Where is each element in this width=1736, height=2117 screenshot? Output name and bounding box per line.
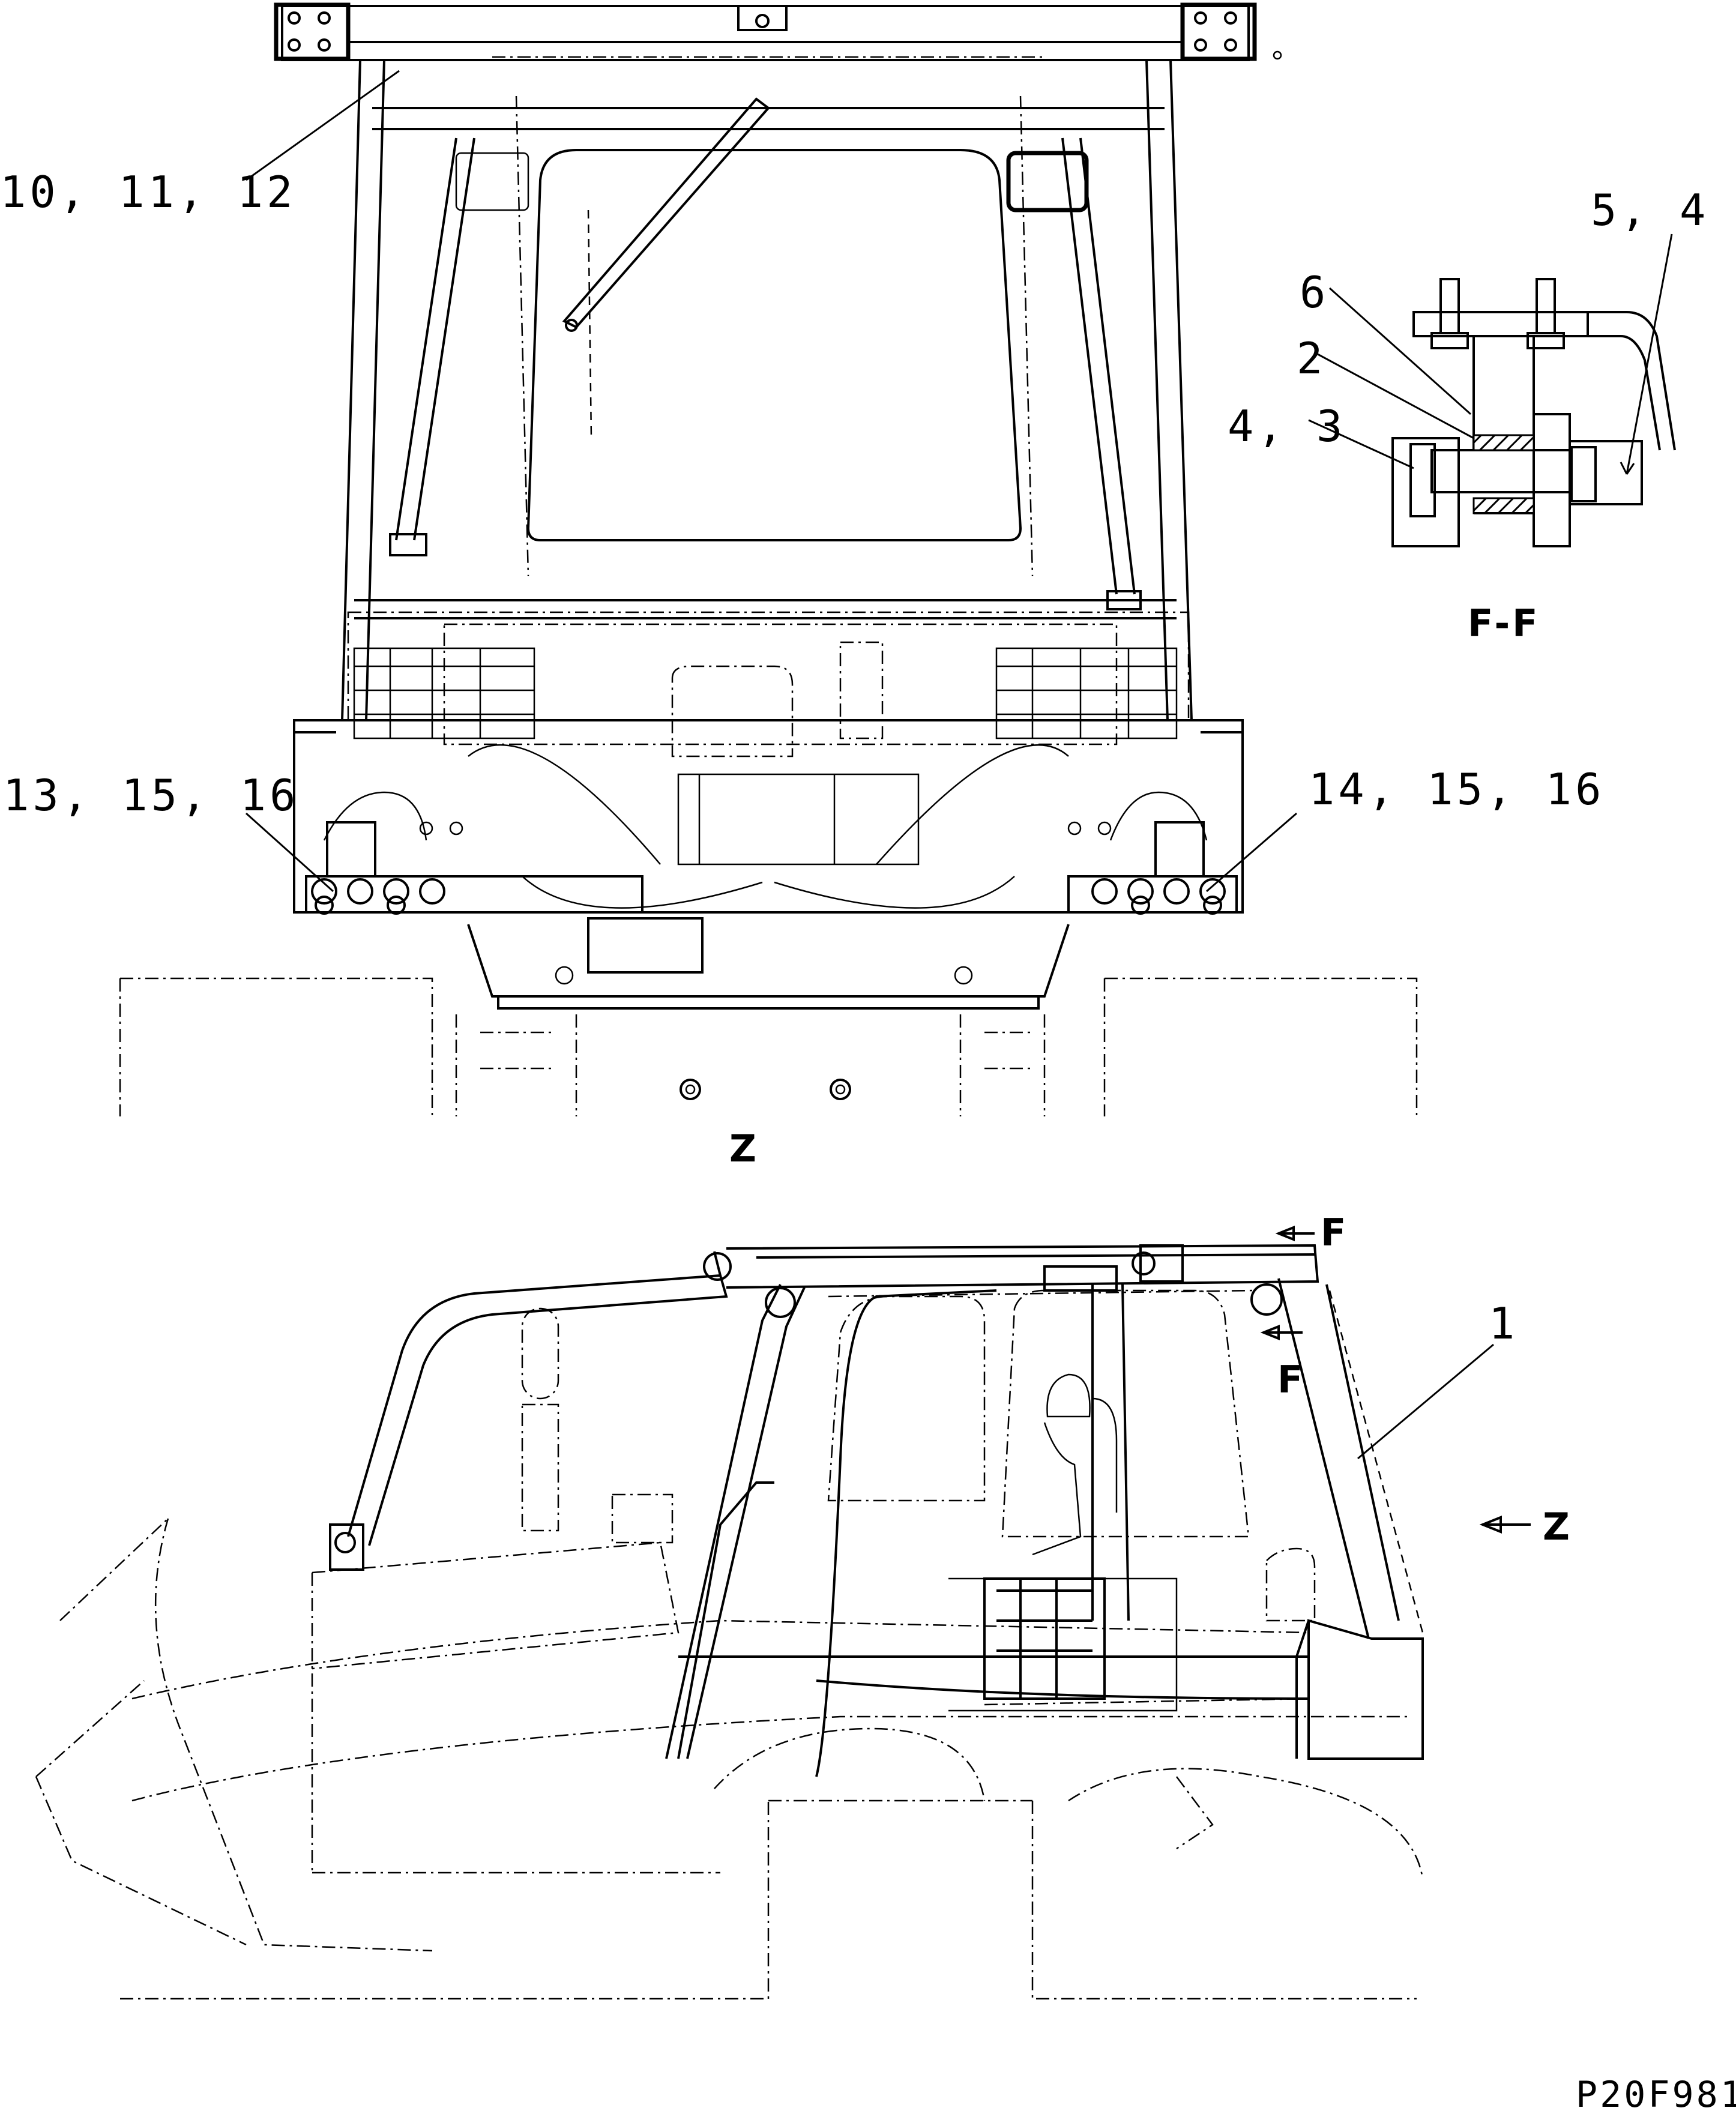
callout-6: 6 — [1300, 267, 1329, 318]
view-label-z: Z — [729, 1127, 759, 1170]
side-view — [35, 1226, 1531, 2000]
grille-right — [995, 647, 1178, 739]
front-view-z — [119, 2, 1418, 1116]
callout-1: 1 — [1489, 1298, 1518, 1349]
grille-left — [353, 647, 535, 739]
callout-14-15-16: 14, 15, 16 — [1309, 764, 1605, 815]
section-f-f — [1308, 233, 1676, 547]
callout-4-3: 4, 3 — [1228, 401, 1346, 451]
callout-5-4: 5, 4 — [1591, 185, 1709, 235]
view-arrow-z: Z — [1543, 1505, 1572, 1549]
section-title: F-F — [1468, 601, 1540, 645]
callout-13-15-16: 13, 15, 16 — [3, 770, 299, 821]
section-marker-top: F — [1321, 1211, 1348, 1254]
mount-right — [1091, 821, 1226, 915]
drawing-code: P20F981 — [1576, 2074, 1736, 2116]
roof-bracket-left — [274, 2, 351, 61]
section-marker-bottom: F — [1277, 1358, 1305, 1402]
callout-2: 2 — [1297, 333, 1326, 384]
mount-left — [311, 821, 445, 915]
callout-10-11-12: 10, 11, 12 — [0, 167, 296, 217]
roof-bracket-right — [1180, 2, 1257, 61]
